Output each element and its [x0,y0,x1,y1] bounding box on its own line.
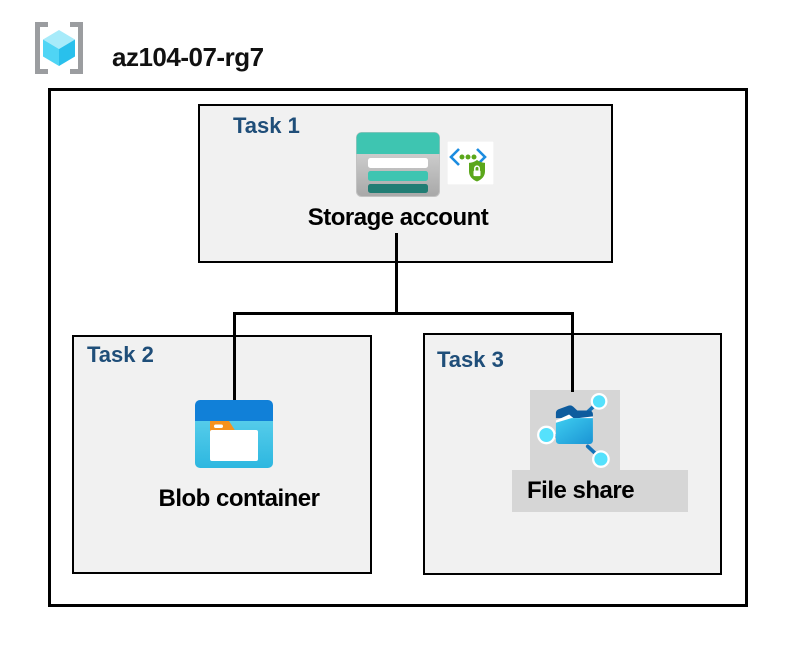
sas-secure-access-icon [447,141,494,185]
task-2-box: Task 2 Blob container [72,335,372,574]
resource-group-header: az104-07-rg7 [0,0,788,88]
connector-to-fileshare [571,312,574,392]
connector-storage-stem [395,233,398,315]
resource-group-name: az104-07-rg7 [112,42,264,72]
task-1-label: Task 1 [233,113,300,138]
task-3-label: Task 3 [437,347,504,372]
file-share-icon [537,392,610,468]
resource-group-icon [35,22,83,74]
blob-container-label: Blob container [158,485,320,512]
storage-account-label: Storage account [307,204,489,231]
connector-to-blob [233,312,236,400]
task-2-label: Task 2 [87,342,154,367]
file-share-highlight [530,390,620,470]
file-share-label-highlight: File share [512,470,688,512]
blob-container-icon [195,400,273,468]
connector-horizontal [233,312,574,315]
task-1-box: Task 1 Storage account [198,104,613,263]
file-share-label: File share [527,477,635,504]
storage-account-icon [356,132,440,197]
